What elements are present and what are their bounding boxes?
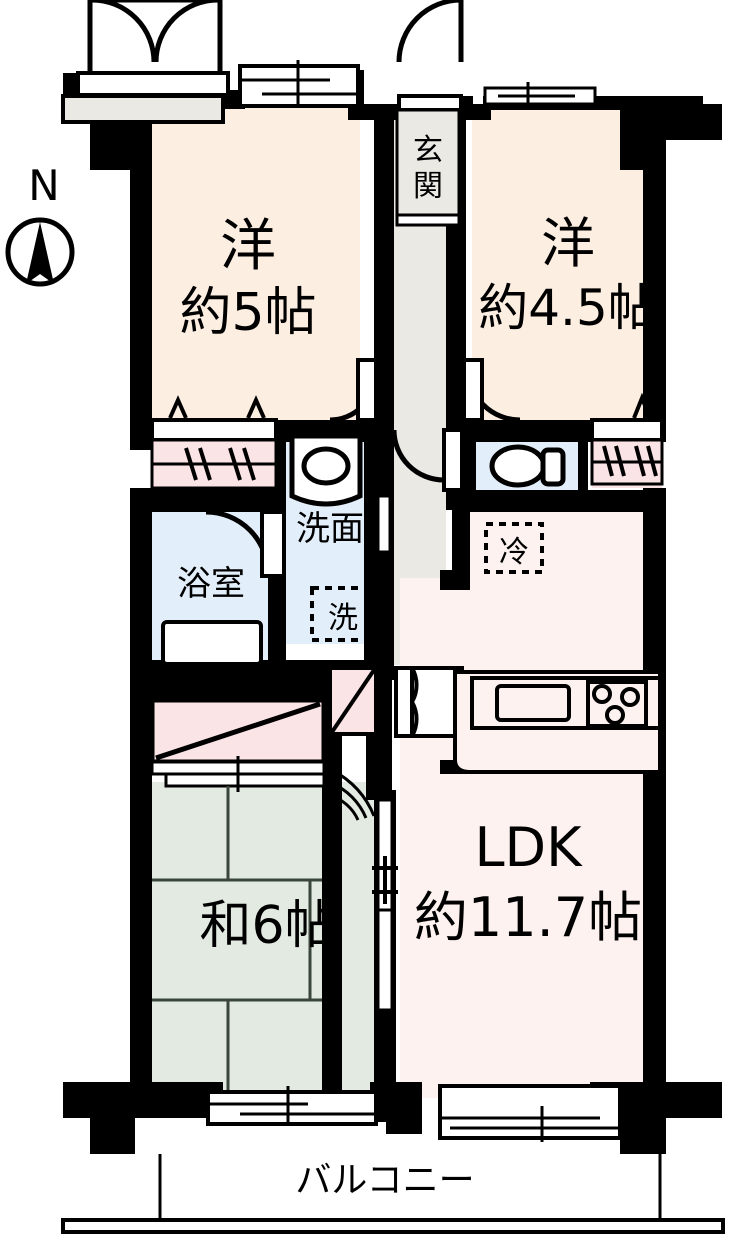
label-fridge: 冷 [499,535,529,570]
label-washroom: 洗面 [296,509,364,549]
label-ldk-kind: LDK [474,816,583,879]
label-balcony: バルコニー [295,1160,474,1201]
bay-window-door-arc-left [91,0,157,63]
room-labels: 洋 約5帖 洋 約4.5帖 玄 関 洗面 洗 浴室 冷 LDK 約11.7帖 和… [177,133,658,1201]
window-top-sliding [238,60,360,108]
fridge-slot [484,522,544,574]
label-tatami: 和6帖 [199,896,336,956]
label-western-45-kind: 洋 [541,212,595,275]
label-ldk-size: 約11.7帖 [414,886,642,949]
closet-details [149,392,664,792]
label-western-45-size: 約4.5帖 [478,279,658,337]
label-western-5-size: 約5帖 [179,283,316,343]
label-bath: 浴室 [177,564,245,604]
compass-label-n: N [28,161,59,210]
room-fill-western-5 [130,108,360,420]
toilet-right-fixture [489,444,566,488]
balcony-doors [206,1084,622,1142]
stove-burner-3 [605,705,625,725]
label-genkan-char-2: 関 [413,169,443,204]
entrance-door-group [396,0,464,112]
genkan-group [395,108,461,227]
stove-burner-2 [620,687,640,707]
bathtub-fixture [161,620,263,666]
kitchen-sink [495,684,571,722]
label-western-5-kind: 洋 [220,214,276,279]
interior-doors [205,358,521,738]
room-fill-ldk-upper [462,500,665,590]
balcony-outline [61,1154,725,1234]
sliding-track-1 [331,768,376,817]
label-washer: 洗 [328,601,358,636]
washer-slot [310,586,376,642]
bay-window-group [61,0,230,124]
compass-rose: N [5,161,75,287]
stove-burner-1 [592,684,612,704]
bay-window-door-arc-right [153,0,219,63]
kitchen-group [453,670,662,774]
label-genkan-char-1: 玄 [413,133,443,168]
window-top-right [483,82,597,110]
sliding-doors [327,768,398,1012]
compass-needle [26,222,54,284]
tatami-mat-lines [152,786,322,1092]
door-arc-toilet-left [391,429,445,483]
entrance-door-swing-arc [396,0,462,63]
toilet-left-fixture [289,433,363,507]
room-fill-ldk [400,578,665,1098]
